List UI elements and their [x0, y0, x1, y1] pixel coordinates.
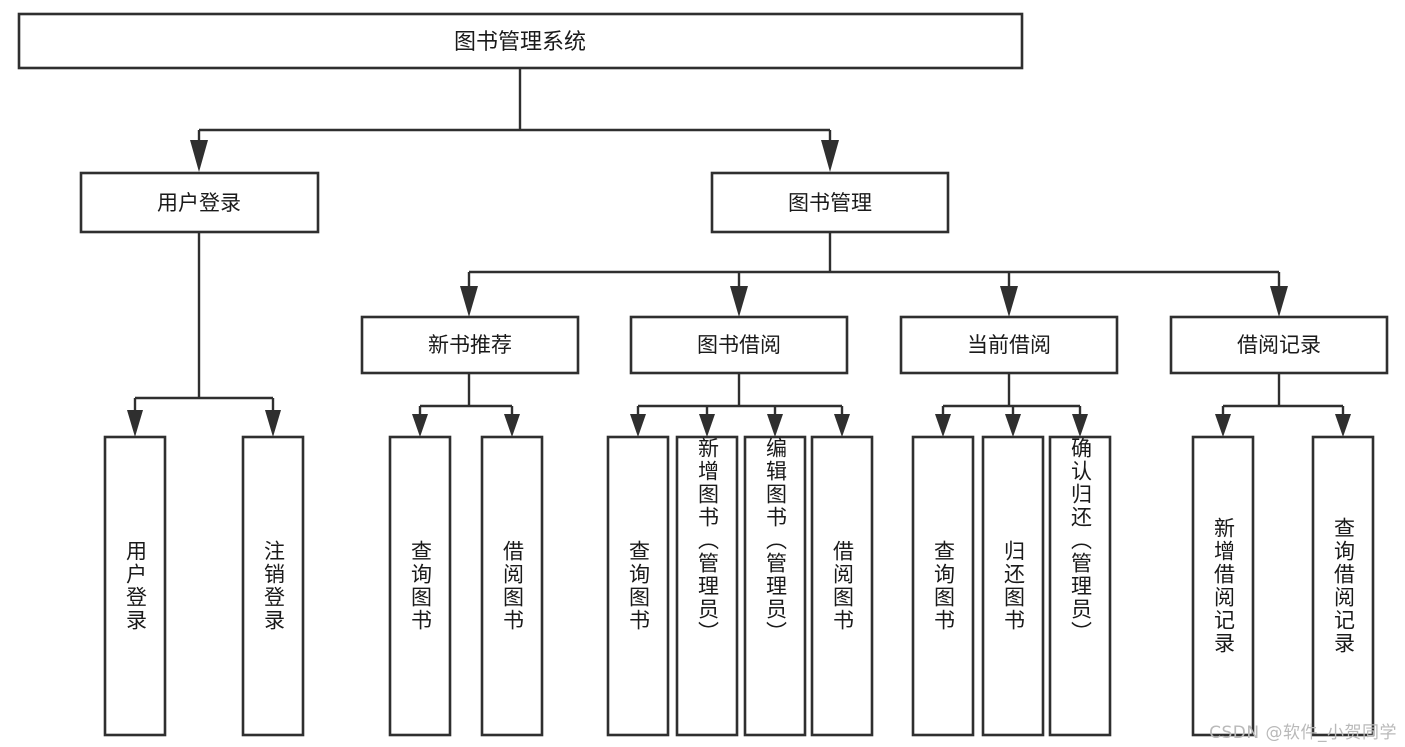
arrowhead-current-borrow — [1000, 286, 1018, 317]
node-current-borrow-box[interactable] — [899, 315, 1119, 375]
arrowhead-new-book-recommend — [460, 286, 478, 317]
arrowhead-leaf-query-record — [1335, 414, 1351, 437]
node-root-box[interactable] — [17, 12, 1024, 70]
arrowhead-leaf-query-book-3 — [935, 414, 951, 437]
node-leaf-query-book-1-box[interactable] — [388, 435, 452, 737]
nodes-layer: 图书管理系统 用户登录 图书管理 新书推荐 图书借阅 当前借阅 借阅记录 — [17, 12, 1389, 737]
node-new-book-recommend-label: 新书推荐 — [428, 333, 512, 357]
arrowhead-leaf-query-book-2 — [630, 414, 646, 437]
arrowhead-leaf-user-login — [127, 410, 143, 437]
node-leaf-edit-book-box[interactable] — [743, 435, 807, 737]
node-leaf-query-record-box[interactable] — [1311, 435, 1375, 737]
arrowhead-leaf-edit-book — [767, 414, 783, 437]
arrowhead-leaf-borrow-book-2 — [834, 414, 850, 437]
arrowhead-book-borrow — [730, 286, 748, 317]
node-user-login-box[interactable] — [79, 171, 320, 234]
arrowhead-leaf-add-book — [699, 414, 715, 437]
arrowhead-leaf-borrow-book-1 — [504, 414, 520, 437]
node-leaf-add-record-box[interactable] — [1191, 435, 1255, 737]
node-leaf-borrow-book-1-box[interactable] — [480, 435, 544, 737]
node-new-book-recommend-box[interactable] — [360, 315, 580, 375]
arrowhead-leaf-confirm-return — [1072, 414, 1088, 437]
node-book-management-box[interactable] — [710, 171, 950, 234]
node-leaf-borrow-book-2-box[interactable] — [810, 435, 874, 737]
node-leaf-user-login-box[interactable] — [103, 435, 167, 737]
arrowhead-leaf-logout-login — [265, 410, 281, 437]
arrowhead-borrow-record — [1270, 286, 1288, 317]
node-root-label: 图书管理系统 — [454, 30, 586, 55]
node-book-management-label: 图书管理 — [788, 191, 872, 215]
arrowhead-book-management — [821, 140, 839, 172]
node-leaf-add-book-box[interactable] — [675, 435, 739, 737]
node-borrow-record-box[interactable] — [1169, 315, 1389, 375]
node-borrow-record-label: 借阅记录 — [1237, 333, 1321, 357]
arrowhead-leaf-query-book-1 — [412, 414, 428, 437]
node-user-login-label: 用户登录 — [157, 191, 241, 215]
node-book-borrow-label: 图书借阅 — [697, 333, 781, 357]
arrowhead-user-login — [190, 140, 208, 172]
edges-layer — [127, 68, 1351, 437]
watermark-text: CSDN @软件_小贺同学 — [1209, 723, 1397, 743]
node-book-borrow-box[interactable] — [629, 315, 849, 375]
arrowhead-leaf-return-book — [1005, 414, 1021, 437]
arrowhead-leaf-add-record — [1215, 414, 1231, 437]
node-leaf-confirm-return-box[interactable] — [1048, 435, 1112, 737]
node-current-borrow-label: 当前借阅 — [967, 333, 1051, 357]
node-leaf-logout-login-box[interactable] — [241, 435, 305, 737]
node-leaf-return-book-box[interactable] — [981, 435, 1045, 737]
node-leaf-query-book-2-box[interactable] — [606, 435, 670, 737]
node-leaf-query-book-3-box[interactable] — [911, 435, 975, 737]
